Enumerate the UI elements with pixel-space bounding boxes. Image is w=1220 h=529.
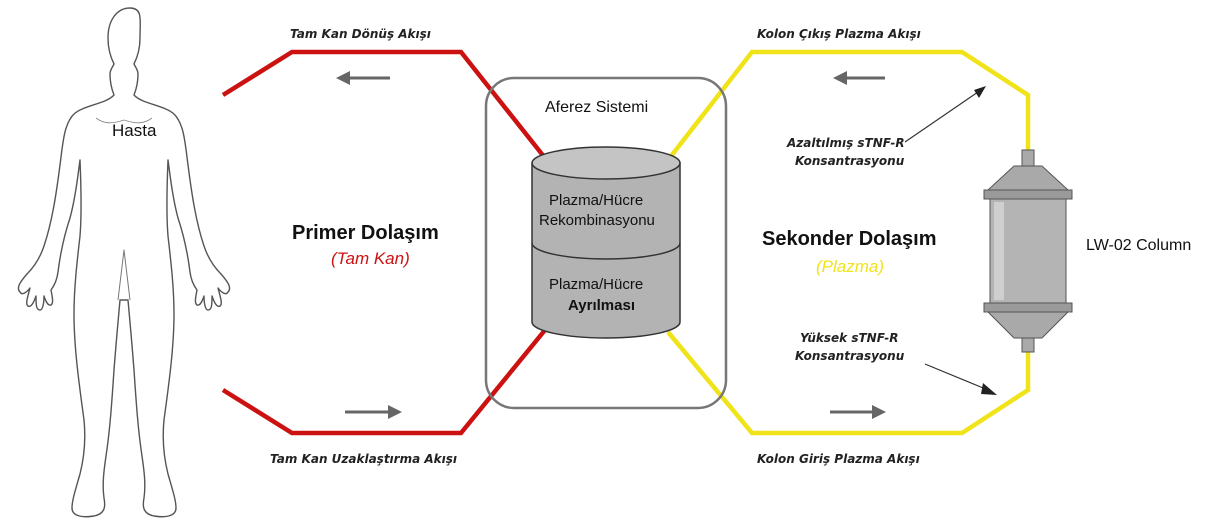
separation-drum-icon: [531, 146, 681, 339]
primary-circuit-title: Primer Dolaşım: [292, 222, 439, 244]
arrow-right-icon: [830, 405, 886, 419]
secondary-out-line: [666, 49, 1031, 162]
patient-label: Hasta: [112, 121, 157, 140]
primary-circuit-subtitle: (Tam Kan): [331, 249, 410, 268]
return-flow-label: Tam Kan Dönüş Akışı: [290, 27, 431, 41]
secondary-circuit-subtitle: (Plazma): [816, 257, 884, 276]
recombination-line2: Rekombinasyonu: [539, 212, 655, 229]
arrow-left-icon: [833, 71, 885, 85]
recombination-line1: Plazma/Hücre: [549, 192, 643, 209]
reduced-concentration-line2: Konsantrasyonu: [795, 154, 905, 168]
lw02-column-icon: [983, 149, 1073, 353]
pointer-arrow-icon: [904, 86, 986, 143]
arrow-left-icon: [336, 71, 390, 85]
high-concentration-line1: Yüksek sTNF-R: [800, 331, 899, 345]
pointer-arrow-icon: [924, 363, 997, 395]
separation-line2: Ayrılması: [568, 297, 635, 314]
column-out-flow-label: Kolon Çıkış Plazma Akışı: [757, 27, 921, 41]
high-concentration-line2: Konsantrasyonu: [795, 349, 905, 363]
human-body-outline-icon: [17, 7, 231, 518]
secondary-circuit-title: Sekonder Dolaşım: [762, 228, 937, 250]
primary-withdrawal-line: [221, 328, 547, 436]
primary-return-line: [221, 49, 547, 160]
separation-line1: Plazma/Hücre: [549, 276, 643, 293]
secondary-in-line: [666, 330, 1031, 436]
arrow-right-icon: [345, 405, 402, 419]
column-in-flow-label: Kolon Giriş Plazma Akışı: [757, 452, 920, 466]
apheresis-system-box: [484, 76, 728, 410]
withdrawal-flow-label: Tam Kan Uzaklaştırma Akışı: [270, 452, 457, 466]
column-label: LW-02 Column: [1086, 237, 1191, 254]
reduced-concentration-line1: Azaltılmış sTNF-R: [786, 136, 905, 150]
apheresis-system-title: Aferez Sistemi: [545, 99, 648, 116]
